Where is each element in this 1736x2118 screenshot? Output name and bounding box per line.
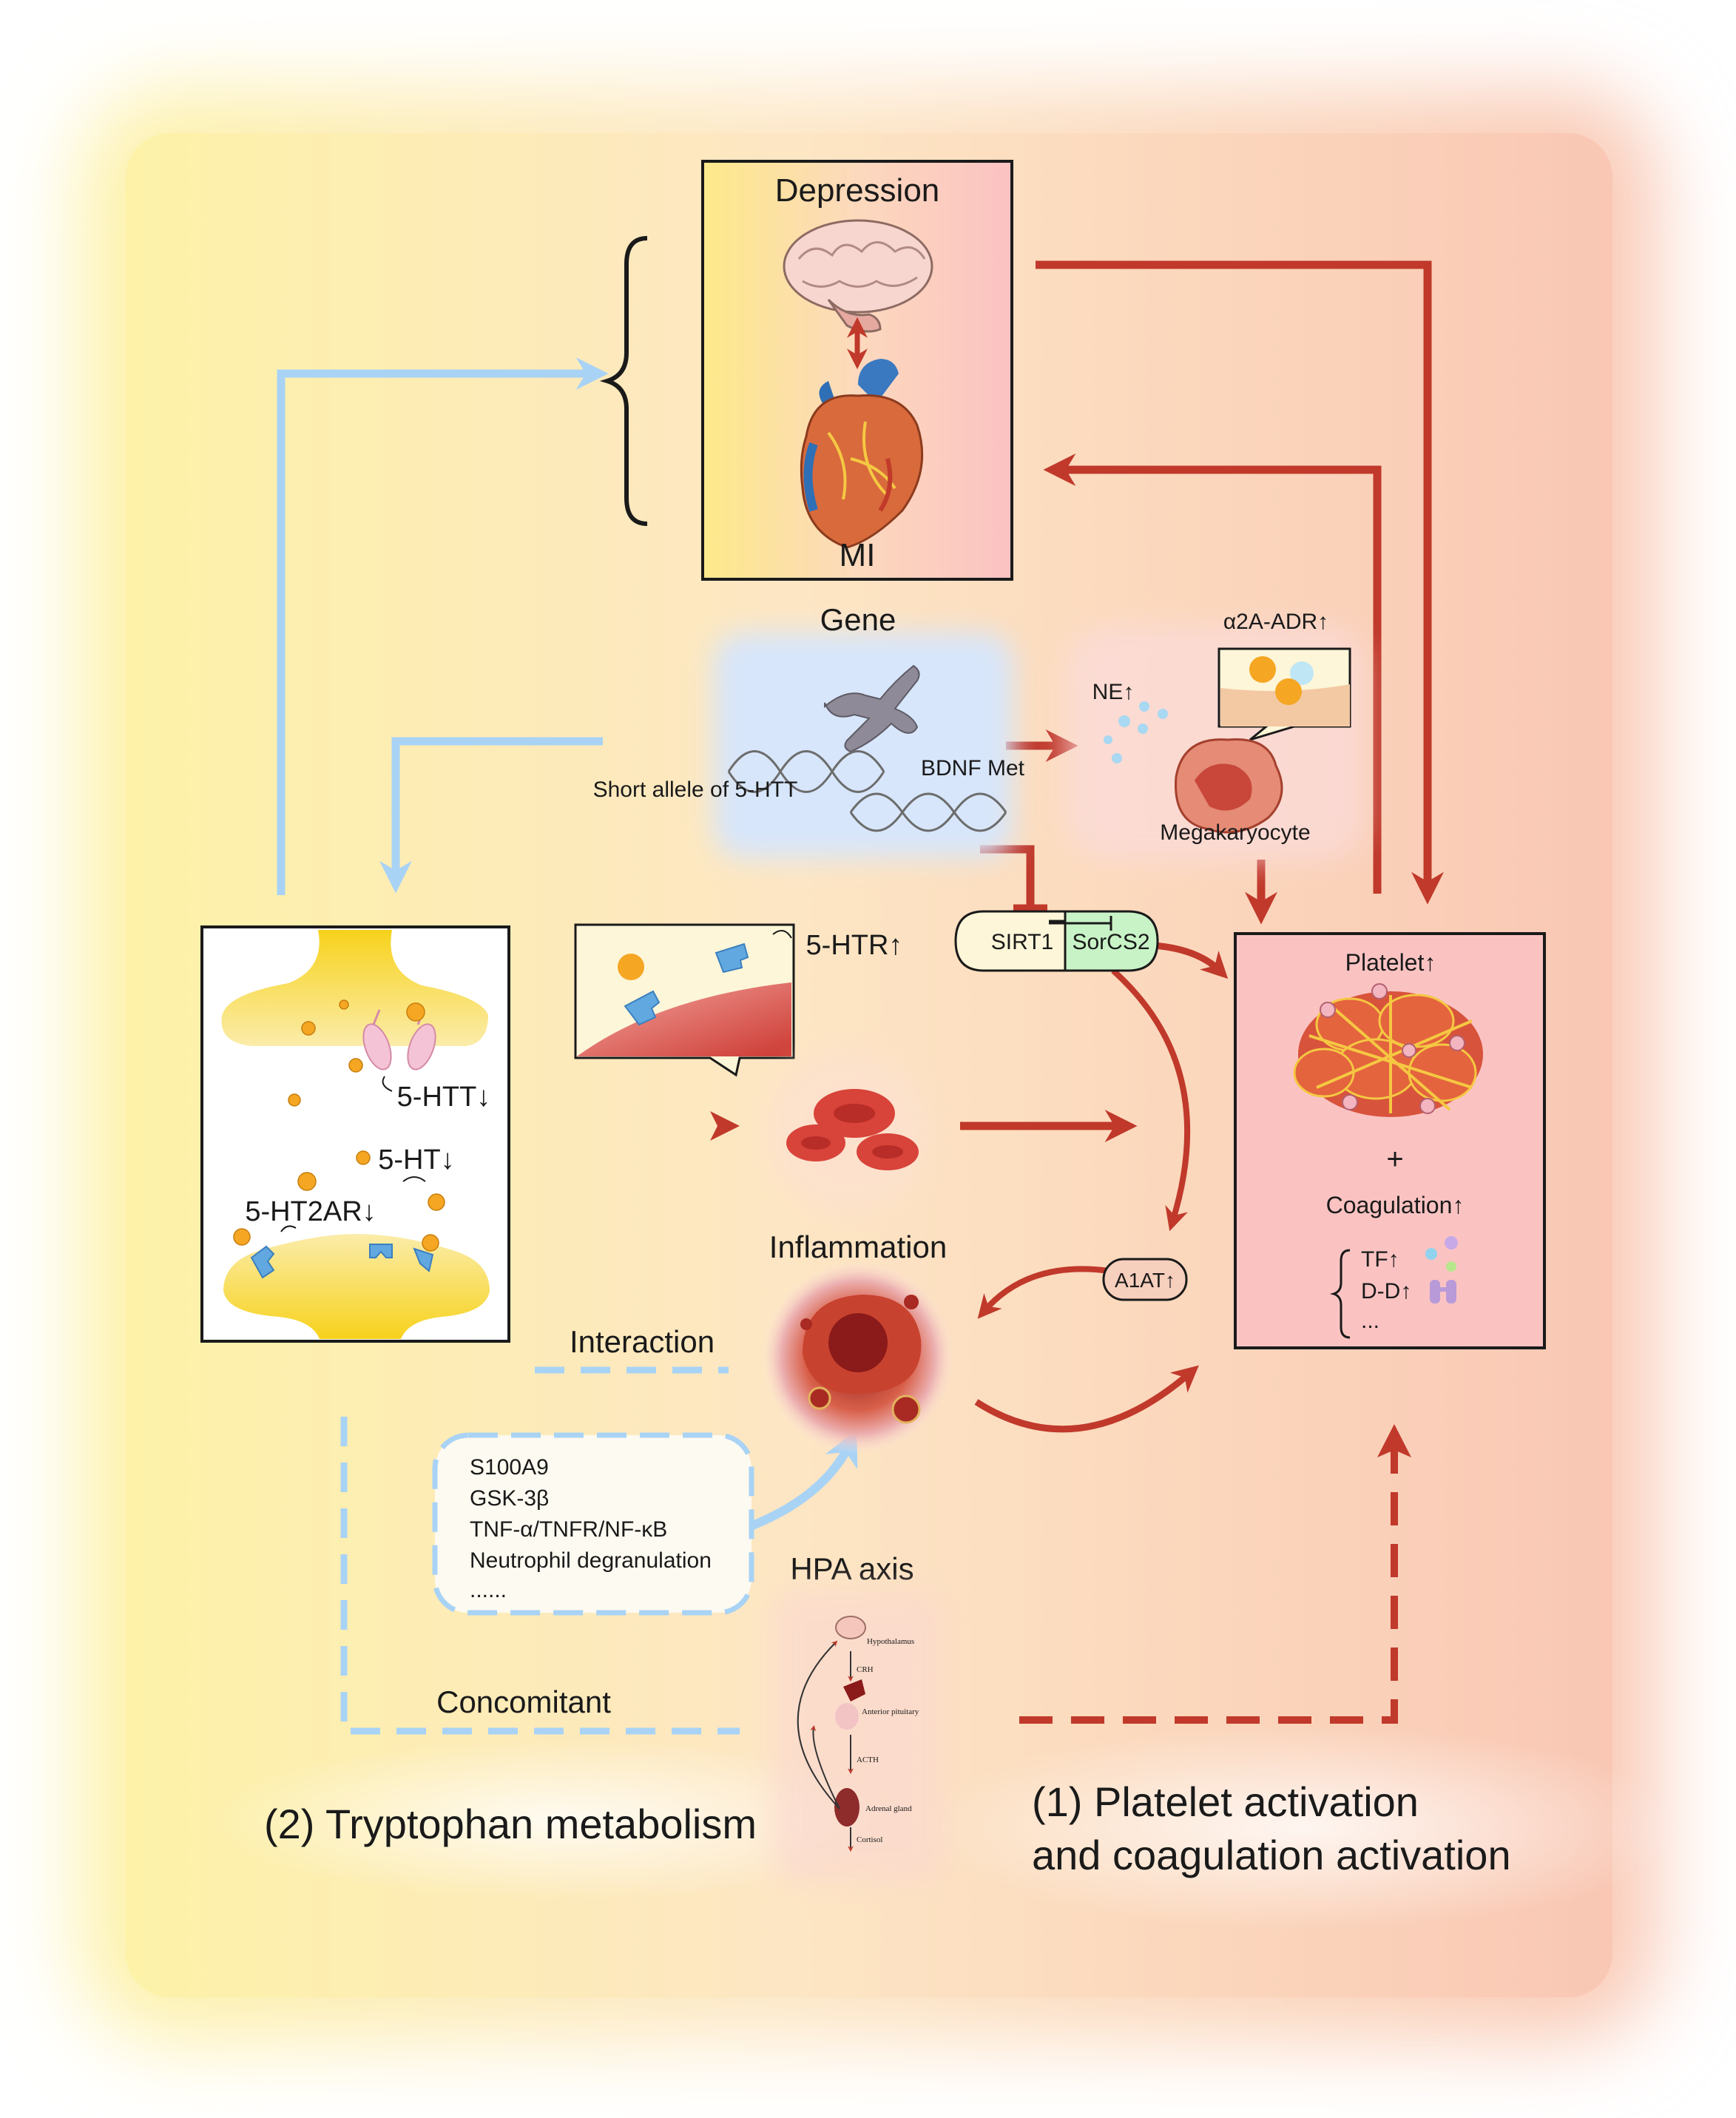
concomitant-label: Concomitant (436, 1684, 611, 1719)
concomitant-arrow-head (1377, 1424, 1411, 1457)
receptor-icon-right (715, 942, 749, 974)
inflammation-cell-icon (762, 1261, 954, 1454)
depression-title: Depression (775, 172, 940, 209)
acth-label: ACTH (857, 1756, 879, 1764)
list-item: S100A9 (470, 1455, 549, 1480)
concomitant-dashed-blue (340, 1417, 740, 1735)
red-arrow-inflammation-to-platelet (974, 1365, 1199, 1433)
tryptophan-caption: (2) Tryptophan metabolism (264, 1801, 757, 1847)
depression-mi-box: Depression MI (701, 160, 1013, 581)
hpa-title: HPA axis (790, 1551, 913, 1586)
5htr-label: 5-HTR↑ (806, 930, 903, 961)
ne-dots (1104, 701, 1168, 763)
red-arrow-a1at-to-inflammation (977, 1266, 1110, 1319)
heart-icon (800, 359, 924, 549)
hpa-axis-icon: Hypothalamus CRH Anterior pituitary ACTH… (773, 1591, 943, 1883)
platelet-title: Platelet↑ (1345, 949, 1436, 976)
short-allele-label: Short allele of 5-HTT (593, 778, 798, 802)
list-item: GSK-3β (470, 1486, 549, 1511)
megakaryocyte-icon (1175, 738, 1283, 834)
platelet-plus: + (1386, 1143, 1403, 1176)
list-item: TNF-α/TNFR/NF-κB (470, 1517, 667, 1542)
tf-label: TF↑ (1361, 1247, 1399, 1272)
adrenal-gland-icon (834, 1788, 859, 1827)
receptor-icon (250, 1244, 434, 1279)
synapse-icon (221, 930, 490, 1339)
sirt1-label: SIRT1 (991, 930, 1053, 954)
chromosome-icon (824, 664, 920, 753)
mechanism-list-box: S100A9 GSK-3β TNF-α/TNFR/NF-κB Neutrophi… (432, 1432, 754, 1616)
a1at-label: A1AT↑ (1115, 1269, 1175, 1292)
red-blood-cell-icon (768, 1050, 931, 1213)
anterior-pituitary-label: Anterior pituitary (862, 1707, 919, 1716)
gene-title: Gene (820, 602, 896, 637)
pituitary-gland-icon (835, 1703, 859, 1730)
sorcs2-label: SorCS2 (1072, 930, 1149, 954)
red-arrow-platelet-to-mi (1043, 453, 1382, 894)
alpha2a-label: α2A-ADR↑ (1223, 610, 1328, 634)
list-item: ...... (470, 1578, 507, 1602)
coag-brace (1329, 1249, 1351, 1339)
gene-panel: Gene Short allele of 5-HTT BDNF Met (593, 602, 1025, 858)
receptor-callout (1217, 647, 1351, 741)
megakaryocyte-label: Megakaryocyte (1160, 820, 1310, 845)
platelet-caption-line2: and coagulation activation (1032, 1832, 1511, 1878)
serotonin-dots (233, 999, 445, 1252)
interaction-label: Interaction (570, 1324, 715, 1359)
red-arrow-depression-to-platelet (1036, 260, 1444, 905)
ne-label: NE↑ (1092, 680, 1135, 704)
megakaryocyte-panel: α2A-ADR↑ NE↑ Megakaryocyte (1065, 610, 1365, 862)
hypothalamus-label: Hypothalamus (867, 1637, 914, 1646)
synapse-box: 5-HTT↓ 5-HT↓ 5-HT2AR↓ (200, 925, 510, 1343)
dd-label: D-D↑ (1361, 1279, 1411, 1303)
hypothalamus-icon (835, 1616, 866, 1639)
gradient-arrow-head (710, 1111, 740, 1141)
red-arrow-sorcs2-to-platelet (1153, 942, 1229, 979)
concomitant-dashed-red (1019, 1450, 1398, 1724)
5htt-label: 5-HTT↓ (397, 1082, 491, 1113)
5htr-callout (574, 923, 795, 1077)
coagulation-label: Coagulation↑ (1326, 1192, 1465, 1218)
5ht2ar-label: 5-HT2AR↓ (245, 1196, 376, 1227)
platelet-aggregate-icon (1293, 983, 1483, 1117)
blue-arrow-synapse-to-depression (277, 357, 609, 895)
mi-label: MI (840, 537, 876, 573)
coagulation-factors-icon (1425, 1236, 1458, 1303)
adrenal-gland-label: Adrenal gland (865, 1804, 912, 1813)
inflammation-title: Inflammation (769, 1230, 947, 1264)
blue-arrow-gene-to-synapse (379, 737, 603, 894)
caption-glow-left (207, 1738, 917, 1901)
sirt1-sorcs2-pill: SIRT1 SorCS2 (954, 910, 1159, 972)
crh-label: CRH (857, 1665, 874, 1674)
pituitary-icon (843, 1679, 865, 1702)
ellipsis-label: ... (1361, 1309, 1379, 1333)
bdnf-label: BDNF Met (921, 756, 1025, 780)
cortisol-label: Cortisol (857, 1835, 882, 1844)
list-item: Neutrophil degranulation (470, 1548, 712, 1573)
caption-glow-right (917, 1724, 1686, 1931)
5ht-label: 5-HT↓ (378, 1144, 454, 1176)
receptor-icon-left (624, 990, 661, 1026)
a1at-pill: A1AT↑ (1102, 1258, 1188, 1301)
platelet-box: Platelet↑ + Coagulation↑ TF↑ D-D↑ ... (1234, 932, 1546, 1349)
serotonin-dot-icon (618, 954, 644, 980)
red-arrow-sorcs2-to-a1at (1111, 968, 1191, 1232)
blue-arrow-list-to-inflammation (749, 1429, 858, 1531)
dna-icon (727, 750, 1007, 832)
platelet-caption-line1: (1) Platelet activation (1032, 1778, 1419, 1825)
